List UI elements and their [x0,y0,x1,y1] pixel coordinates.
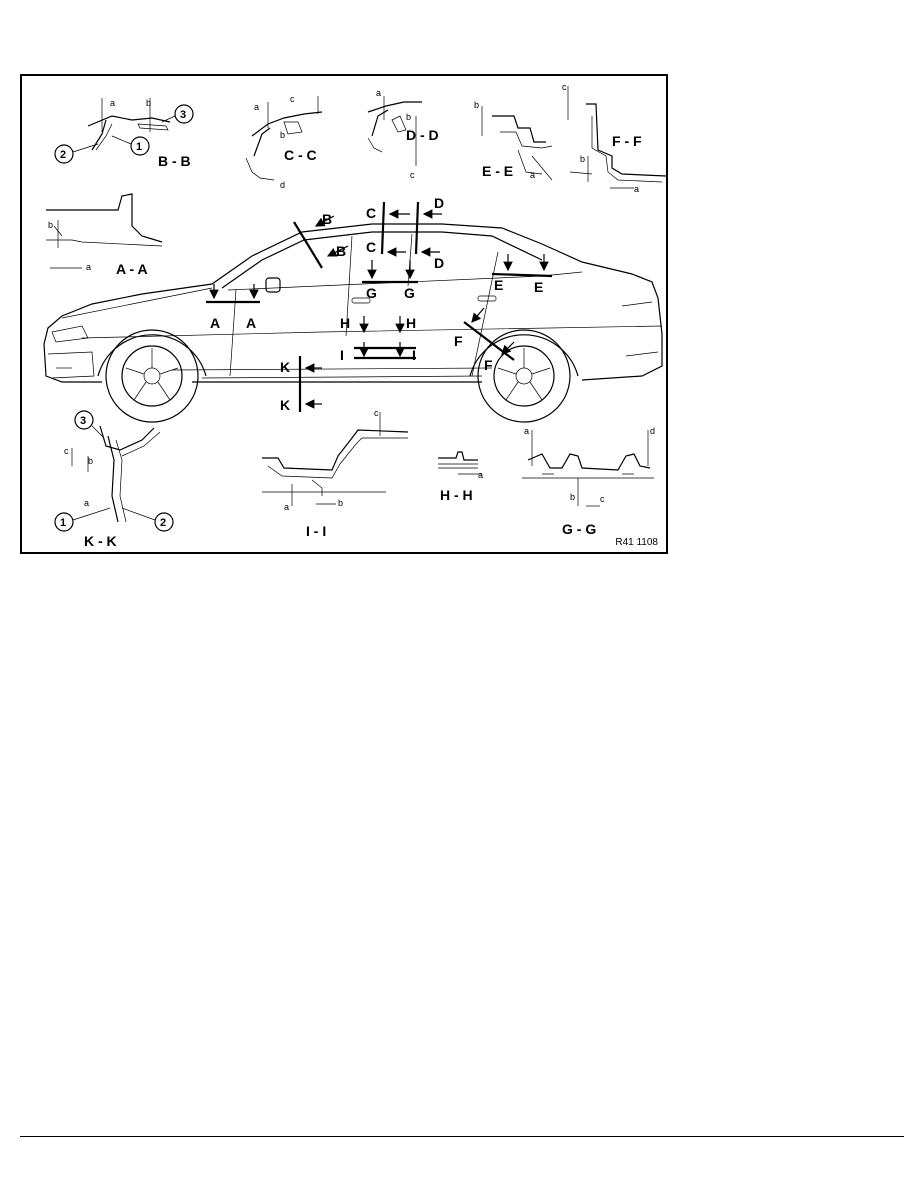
cut-letter-i: I [412,347,416,363]
dim-a: a [634,184,639,194]
callout-1: 1 [136,141,142,153]
cut-letter-k: K [280,359,290,375]
cut-letter-i: I [340,347,344,363]
cut-letter-c: C [366,239,376,255]
section-label-dd: D - D [406,127,439,143]
dim-a: a [110,98,115,108]
cut-letter-a: A [246,315,256,331]
cut-letter-f: F [454,333,463,349]
dim-b: b [580,154,585,164]
section-label-ff: F - F [612,133,642,149]
section-label-aa: A - A [116,261,148,277]
section-label-kk: K - K [84,533,117,549]
cut-letter-g: G [366,285,377,301]
callout-3: 3 [180,109,186,121]
page-footer-rule [20,1136,904,1137]
cut-letter-d: D [434,255,444,271]
section-f-f: c b a F - F [562,82,666,194]
dim-b: b [280,130,285,140]
body-gap-diagram: A A B B C C D D G G E E F F H H I I K K … [43,82,666,549]
dim-c: c [64,446,69,456]
callout-1: 1 [60,517,66,529]
cut-letter-e: E [494,277,503,293]
cut-letter-g: G [404,285,415,301]
dim-b: b [474,100,479,110]
dim-b: b [406,112,411,122]
cut-letter-b: B [336,243,346,259]
cut-letter-e: E [534,279,543,295]
section-label-ii: I - I [306,523,326,539]
section-k-k: c b a 3 1 2 K - K [54,410,174,549]
dim-a: a [284,502,289,512]
dim-c: c [562,82,567,92]
cut-letter-h: H [340,315,350,331]
dim-d: d [280,180,285,190]
dim-d: d [650,426,655,436]
dim-c: c [374,408,379,418]
dim-c: c [290,94,295,104]
dim-c: c [410,170,415,180]
dim-b: b [88,456,93,466]
dim-a: a [254,102,259,112]
dim-a: a [524,426,529,436]
callout-3: 3 [80,415,86,427]
cut-letter-b: B [322,211,332,227]
cut-letter-h: H [406,315,416,331]
cut-letter-d: D [434,195,444,211]
dim-b: b [48,220,53,230]
section-label-cc: C - C [284,147,317,163]
section-i-i: c b a I - I [262,408,409,539]
cut-letter-a: A [210,315,220,331]
dim-b: b [338,498,343,508]
callout-2: 2 [60,149,66,161]
cut-markers [206,201,553,412]
dim-a: a [376,88,381,98]
section-d-d: a b c D - D [367,88,439,180]
cut-letter-f: F [484,357,493,373]
section-label-ee: E - E [482,163,513,179]
section-g-g: a d b c G - G [522,426,655,537]
dim-c: c [600,494,605,504]
section-c-c: a c b d C - C [245,94,323,190]
cut-letter-labels: A A B B C C D D G G E E F F H H I I K K [210,195,543,413]
dim-a: a [530,170,535,180]
cut-letter-k: K [280,397,290,413]
section-h-h: a H - H [438,451,483,503]
section-b-b: a b 2 1 3 B - B [54,98,194,169]
section-label-hh: H - H [440,487,473,503]
section-a-a: b a A - A [46,193,163,277]
dim-b: b [570,492,575,502]
section-e-e: b a E - E [474,100,553,181]
diagram-frame: A A B B C C D D G G E E F F H H I I K K … [20,74,668,554]
dim-a: a [86,262,91,272]
dim-a: a [84,498,89,508]
section-label-bb: B - B [158,153,191,169]
section-label-gg: G - G [562,521,596,537]
figure-reference: R41 1108 [615,537,658,548]
dim-a: a [478,470,483,480]
car-side-view [43,223,663,423]
dim-b: b [146,98,151,108]
callout-2: 2 [160,517,166,529]
cut-letter-c: C [366,205,376,221]
